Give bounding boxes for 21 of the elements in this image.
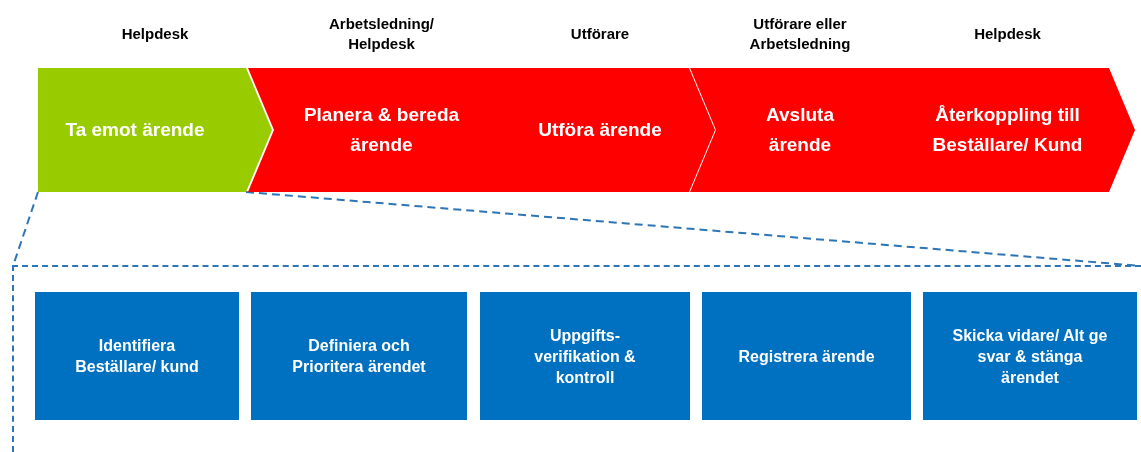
step-label: Avsluta ärende bbox=[765, 103, 835, 157]
task-box bbox=[702, 292, 911, 420]
step-label: Återkoppling till Beställare/ Kund bbox=[931, 103, 1084, 157]
step-label: Ta emot ärende bbox=[64, 118, 206, 142]
step-label: Definiera och Prioritera ärendet bbox=[291, 336, 427, 377]
step-label: Registrera ärende bbox=[737, 346, 876, 367]
detail-frame bbox=[12, 265, 1141, 452]
role-label: Utförare bbox=[569, 24, 631, 44]
role-label: Helpdesk bbox=[973, 24, 1042, 44]
role-label: Arbetsledning/ Helpdesk bbox=[328, 14, 435, 54]
step-label: Uppgifts-verifikation & kontroll bbox=[533, 325, 637, 388]
task-box bbox=[480, 292, 690, 420]
task-box bbox=[251, 292, 467, 420]
step-label: Identifiera Beställare/ kund bbox=[74, 336, 200, 377]
role-label: Helpdesk bbox=[120, 24, 190, 44]
step-label: Utföra ärende bbox=[537, 118, 663, 142]
first-process-step bbox=[38, 68, 272, 192]
role-label: Utförare eller Arbetsledning bbox=[748, 14, 852, 54]
task-box bbox=[35, 292, 239, 420]
task-box bbox=[923, 292, 1137, 420]
step-label: Skicka vidare/ Alt ge svar & stänga ärendet bbox=[951, 325, 1109, 388]
